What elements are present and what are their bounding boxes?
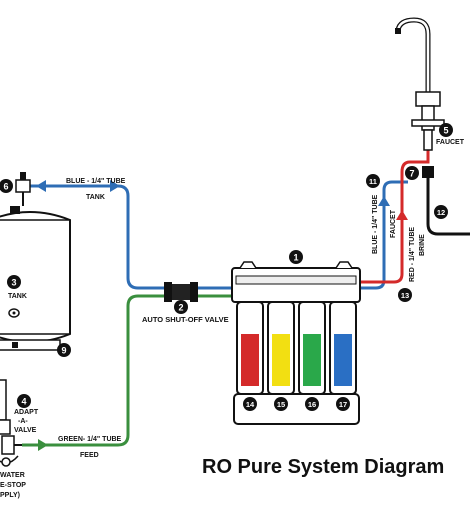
diagram-title: RO Pure System Diagram xyxy=(202,456,445,478)
badge-11: 11 xyxy=(366,174,380,188)
badge-17: 17 xyxy=(336,397,350,411)
auto-shutoff-valve xyxy=(164,282,198,302)
green-tube-feed xyxy=(22,294,168,447)
arrow-blue-up xyxy=(378,196,390,206)
filter-housing-3 xyxy=(298,301,326,395)
svg-text:5: 5 xyxy=(443,126,448,136)
svg-text:2: 2 xyxy=(178,303,183,313)
label-tank: TANK xyxy=(8,293,27,300)
red-tube-brine xyxy=(358,142,430,284)
label-faucet-vert: FAUCET xyxy=(390,209,397,238)
badge-14: 14 xyxy=(243,397,257,411)
blue-tube-tank xyxy=(30,184,168,290)
label-red-tube-vert: RED - 1/4" TUBE xyxy=(409,227,416,282)
svg-text:4: 4 xyxy=(21,397,26,407)
filter-housing-1 xyxy=(236,301,264,395)
svg-text:6: 6 xyxy=(3,182,8,192)
label-blue-tube-top: BLUE - 1/4" TUBE xyxy=(66,178,126,185)
label-feed: FEED xyxy=(80,452,99,459)
label-green-tube: GREEN- 1/4" TUBE xyxy=(58,436,122,443)
svg-text:11: 11 xyxy=(369,177,377,186)
label-faucet: FAUCET xyxy=(436,139,465,146)
arrow-green-right xyxy=(38,439,48,451)
tank-valve xyxy=(15,172,31,206)
svg-text:13: 13 xyxy=(401,291,409,300)
filter-base xyxy=(233,393,360,425)
badge-4: 4 xyxy=(17,394,31,408)
filter-housing-4 xyxy=(329,301,357,395)
label-adapt: ADAPT xyxy=(14,409,39,416)
filter-housing-2 xyxy=(267,301,295,395)
badge-12: 12 xyxy=(434,205,448,219)
label-water: WATER xyxy=(0,472,25,479)
arrow-red-up xyxy=(396,210,408,220)
badge-6: 6 xyxy=(0,179,13,193)
label-tank-top: TANK xyxy=(86,194,105,201)
label-brine-vert: BRINE xyxy=(419,234,426,256)
svg-text:3: 3 xyxy=(11,278,16,288)
label-a: -A- xyxy=(18,418,28,425)
storage-tank xyxy=(0,206,71,351)
badge-1: 1 xyxy=(289,250,303,264)
badge-2: 2 xyxy=(174,300,188,314)
arrow-blue-left xyxy=(36,180,46,192)
faucet xyxy=(395,17,445,178)
svg-text:17: 17 xyxy=(339,400,347,409)
label-pply: PPLY) xyxy=(0,492,20,499)
label-valve: VALVE xyxy=(14,427,37,434)
svg-text:9: 9 xyxy=(61,346,66,356)
label-blue-tube-vert: BLUE - 1/4" TUBE xyxy=(372,194,379,254)
svg-text:14: 14 xyxy=(246,400,255,409)
badge-13: 13 xyxy=(398,288,412,302)
svg-text:15: 15 xyxy=(277,400,285,409)
svg-text:16: 16 xyxy=(308,400,316,409)
filter-manifold xyxy=(231,261,361,303)
svg-text:12: 12 xyxy=(437,208,445,217)
blue-tube-faucet xyxy=(358,180,408,290)
badge-9: 9 xyxy=(57,343,71,357)
badge-7: 7 xyxy=(405,166,419,180)
arrow-blue-right xyxy=(110,180,120,192)
badge-5: 5 xyxy=(439,123,453,137)
svg-text:7: 7 xyxy=(409,169,414,179)
label-estop: E-STOP xyxy=(0,482,26,489)
label-auto-valve: AUTO SHUT-OFF VALVE xyxy=(142,315,229,324)
black-drain-line xyxy=(426,178,470,236)
badge-16: 16 xyxy=(305,397,319,411)
badge-3: 3 xyxy=(7,275,21,289)
svg-text:1: 1 xyxy=(293,253,298,263)
badge-15: 15 xyxy=(274,397,288,411)
adapt-a-valve xyxy=(0,379,22,467)
